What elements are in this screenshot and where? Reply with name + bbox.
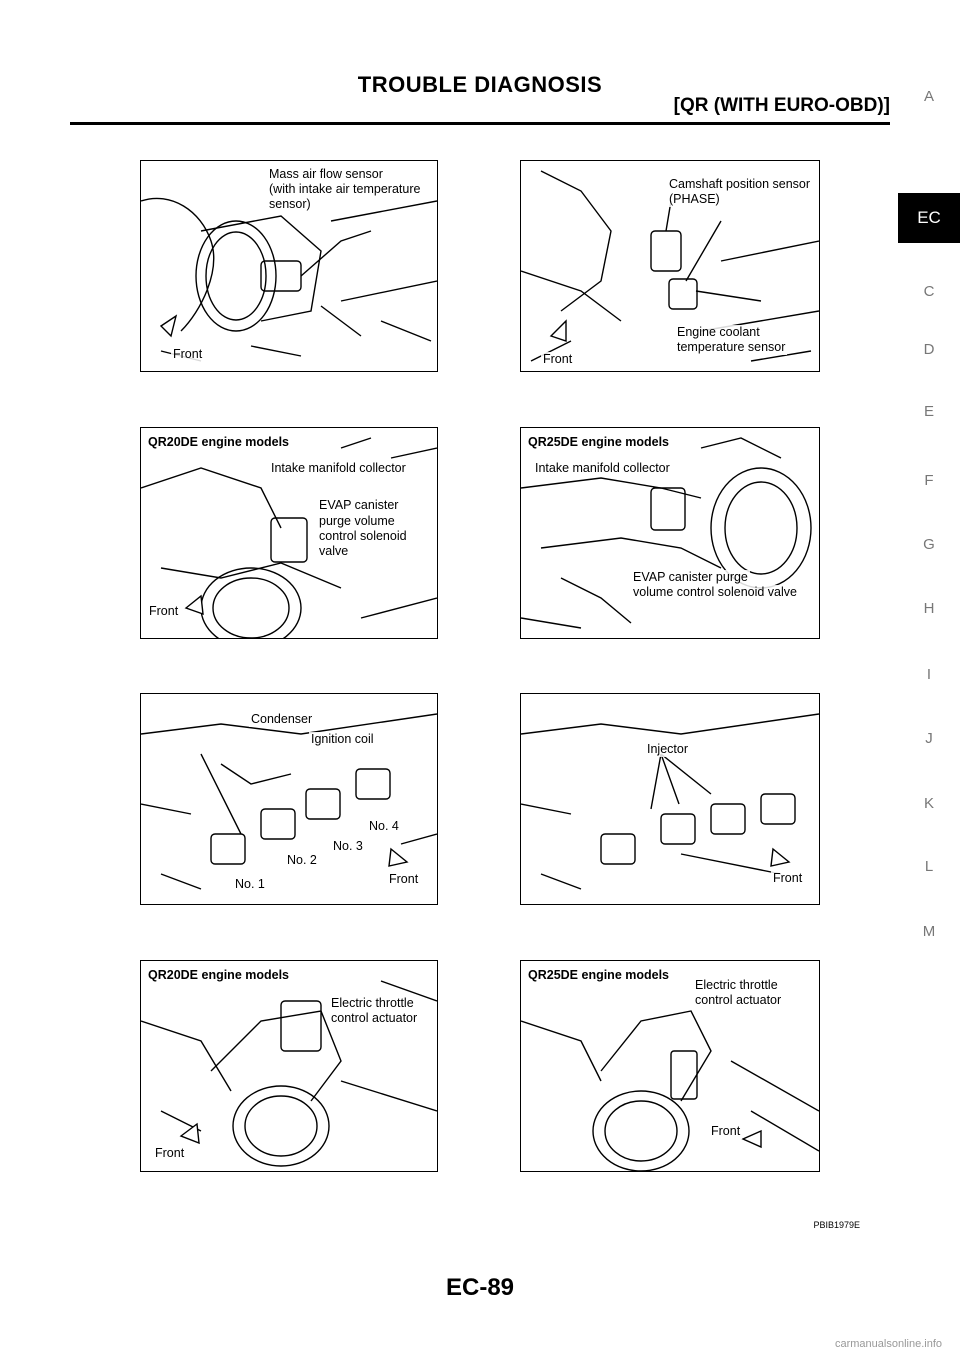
figure-label: EVAP canister purge xyxy=(631,570,750,585)
figure-label-front: Front xyxy=(771,871,805,886)
engine-illustration-7 xyxy=(141,980,437,1167)
figure-qr20de-throttle-actuator: QR20DE engine models Electric throttle c… xyxy=(140,960,438,1172)
figure-heading: QR25DE engine models xyxy=(526,435,672,450)
section-tab-k[interactable]: K xyxy=(923,795,934,812)
figure-injectors: Injector Front xyxy=(520,693,820,905)
figure-label: Intake manifold collector xyxy=(269,461,408,476)
figure-label-front: Front xyxy=(541,352,575,367)
section-tab-j[interactable]: J xyxy=(925,730,933,747)
engine-illustration-1 xyxy=(141,197,437,362)
figure-label: temperature sensor xyxy=(675,340,788,355)
page-header-title: TROUBLE DIAGNOSIS xyxy=(357,72,603,97)
figure-label: Ignition coil xyxy=(309,732,376,747)
section-tab-e[interactable]: E xyxy=(923,403,934,420)
figure-label: No. 1 xyxy=(233,877,267,892)
figure-label: Intake manifold collector xyxy=(533,461,672,476)
figure-label-front: Front xyxy=(171,347,205,362)
section-tab-m[interactable]: M xyxy=(922,923,936,940)
section-tab-l[interactable]: L xyxy=(924,858,934,875)
figure-label: control actuator xyxy=(329,1011,420,1026)
figure-label: Mass air flow sensor xyxy=(267,167,385,182)
figure-label: EVAP canister xyxy=(317,498,401,513)
figure-label: Electric throttle xyxy=(693,978,780,993)
figure-label-front: Front xyxy=(387,872,421,887)
figure-label-front: Front xyxy=(153,1146,187,1161)
figure-qr25de-throttle-actuator: QR25DE engine models Electric throttle c… xyxy=(520,960,820,1172)
section-tab-h[interactable]: H xyxy=(923,600,935,617)
engine-illustration-8 xyxy=(521,1010,819,1171)
engine-illustration-4 xyxy=(521,437,812,629)
section-tab-a[interactable]: A xyxy=(923,88,934,105)
figure-label: (PHASE) xyxy=(667,192,722,207)
engine-illustration-3 xyxy=(141,437,437,638)
section-tab-d[interactable]: D xyxy=(923,341,935,358)
footer-watermark: carmanualsonline.info xyxy=(834,1338,942,1350)
figure-ignition-coils: Condenser Ignition coil No. 4 No. 3 No. … xyxy=(140,693,438,905)
figure-label: (with intake air temperature xyxy=(267,182,423,197)
figure-mass-air-flow-sensor: Mass air flow sensor (with intake air te… xyxy=(140,160,438,372)
engine-illustration-2 xyxy=(521,170,819,362)
section-tab-i[interactable]: I xyxy=(926,666,932,683)
figure-label: valve xyxy=(317,544,351,559)
figure-heading: QR25DE engine models xyxy=(526,968,672,983)
figure-label: No. 2 xyxy=(285,853,319,868)
figure-label: volume control solenoid valve xyxy=(631,585,799,600)
figure-heading: QR20DE engine models xyxy=(146,968,292,983)
figure-label: control actuator xyxy=(693,993,784,1008)
figure-label-front: Front xyxy=(147,604,181,619)
section-tab-ec[interactable]: EC xyxy=(898,193,960,243)
page-number: EC-89 xyxy=(445,1274,515,1301)
figure-label: Injector xyxy=(645,742,690,757)
section-tab-c[interactable]: C xyxy=(923,283,935,300)
figure-label: purge volume xyxy=(317,514,397,529)
section-tab-g[interactable]: G xyxy=(923,536,935,553)
engine-illustration-5 xyxy=(141,713,437,890)
figure-qr25de-evap-valve: QR25DE engine models Intake manifold col… xyxy=(520,427,820,639)
figure-code: PBIB1979E xyxy=(813,1220,860,1230)
figure-heading: QR20DE engine models xyxy=(146,435,292,450)
figure-label: control solenoid xyxy=(317,529,409,544)
engine-illustration-6 xyxy=(521,713,819,890)
figure-label: Camshaft position sensor xyxy=(667,177,813,192)
figure-label-front: Front xyxy=(709,1124,743,1139)
section-tab-f[interactable]: F xyxy=(924,472,934,489)
figure-label: Electric throttle xyxy=(329,996,416,1011)
figure-label: Engine coolant xyxy=(675,325,762,340)
header-rule xyxy=(70,122,890,125)
figure-label: No. 3 xyxy=(331,839,365,854)
figure-camshaft-coolant-sensor: Camshaft position sensor (PHASE) Engine … xyxy=(520,160,820,372)
page-header-subtitle: [QR (WITH EURO-OBD)] xyxy=(673,95,890,116)
figure-label: Condenser xyxy=(249,712,315,727)
figure-label: sensor) xyxy=(267,197,313,212)
figure-label: No. 4 xyxy=(367,819,401,834)
figure-qr20de-evap-valve: QR20DE engine models Intake manifold col… xyxy=(140,427,438,639)
